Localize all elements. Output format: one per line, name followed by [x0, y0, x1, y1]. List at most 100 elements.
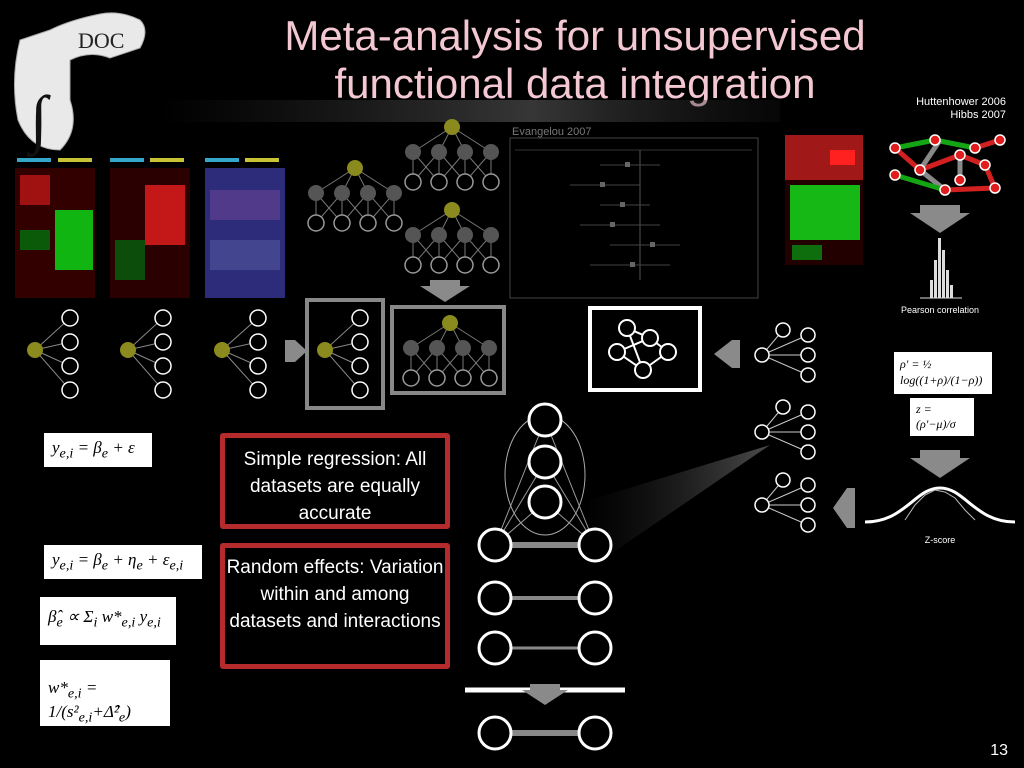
hidden-node [386, 185, 402, 201]
citation-evangelou: Evangelou 2007 [512, 126, 592, 138]
hidden-node [360, 185, 376, 201]
fan-node [800, 444, 816, 460]
leaf-node [404, 256, 422, 274]
leaf-node [430, 173, 448, 191]
hidden-node [431, 144, 447, 160]
pearson-label: Pearson correlation [900, 305, 980, 315]
heatmap-right [785, 135, 863, 265]
gold-root-node [444, 202, 460, 218]
leaf-node [351, 381, 369, 399]
left-arrows [285, 340, 855, 528]
hidden-node [483, 227, 499, 243]
leaf-node [154, 357, 172, 375]
network-box [588, 306, 702, 392]
simple-regression-box: Simple regression: All datasets are equa… [220, 433, 450, 529]
gold-root-node [442, 315, 458, 331]
gold-root-node [444, 119, 460, 135]
leaf-node [61, 309, 79, 327]
decorative-streak [160, 100, 780, 122]
leaf-node [249, 333, 267, 351]
leaf-node [154, 309, 172, 327]
leaf-node [61, 333, 79, 351]
gold-root-node [317, 342, 333, 358]
leaf-node [61, 357, 79, 375]
random-effects-equation: ye,i = βe + ηe + εe,i [44, 545, 202, 579]
leaf-node [385, 214, 403, 232]
fan-node [754, 424, 770, 440]
leaf-node [249, 381, 267, 399]
decorative-beam [580, 445, 770, 575]
leaf-node [482, 256, 500, 274]
citation-huttenhower: Huttenhower 2006 [916, 96, 1006, 108]
leaf-node [428, 369, 446, 387]
simple-regression-equation: ye,i = βe + ε [44, 433, 152, 467]
leaf-node [351, 357, 369, 375]
fan-node [800, 327, 816, 343]
slide-title: Meta-analysis for unsupervised functiona… [230, 12, 920, 108]
leaf-node [351, 309, 369, 327]
leaf-node [249, 309, 267, 327]
hidden-node [405, 144, 421, 160]
leaf-node [404, 173, 422, 191]
hidden-node [431, 227, 447, 243]
weighted-estimate-equation: β̂e ∝ Σi w*e,i ye,i [40, 597, 176, 645]
fan-node [754, 497, 770, 513]
hidden-node [455, 340, 471, 356]
zscore-curve [864, 486, 1016, 524]
heatmap-2 [110, 158, 190, 298]
hidden-node [481, 340, 497, 356]
fisher-transform-equation: ρ' = ½ log((1+ρ)/(1−ρ)) [894, 352, 992, 394]
fan-node [775, 399, 791, 415]
zscore-label: Z-score [924, 535, 956, 545]
correlation-network [889, 134, 1006, 196]
leaf-node [456, 173, 474, 191]
weight-equation: w*e,i = 1/(s²e,i+Δ̂²e) [40, 660, 170, 726]
citation-hibbs: Hibbs 2007 [950, 109, 1006, 121]
citation-right: Huttenhower 2006 Hibbs 2007 [860, 96, 1006, 122]
fan-node [800, 424, 816, 440]
leaf-node [430, 256, 448, 274]
fan-node [754, 347, 770, 363]
fan-node [800, 517, 816, 533]
hidden-node [483, 144, 499, 160]
leaf-node [307, 214, 325, 232]
leaf-node [351, 333, 369, 351]
title-line-1: Meta-analysis for unsupervised [284, 12, 866, 59]
tree-box-1 [305, 298, 385, 410]
leaf-node [480, 369, 498, 387]
fan-node [800, 497, 816, 513]
leaf-node [249, 357, 267, 375]
title-line-2: functional data integration [334, 60, 816, 107]
hidden-node [457, 144, 473, 160]
gold-root-node [347, 160, 363, 176]
hidden-node [429, 340, 445, 356]
heatmap-3 [205, 158, 285, 298]
pair-network [465, 402, 625, 751]
leaf-node [402, 369, 420, 387]
gold-root-node [27, 342, 43, 358]
fan-node [800, 367, 816, 383]
page-number: 13 [990, 742, 1008, 759]
leaf-node [154, 333, 172, 351]
leaf-node [482, 173, 500, 191]
zscore-equation: z = (ρ'−μ)/σ [910, 398, 974, 436]
hidden-node [457, 227, 473, 243]
pipeline-arrows [910, 205, 970, 478]
leaf-node [456, 256, 474, 274]
leaf-node [61, 381, 79, 399]
leaf-node [359, 214, 377, 232]
gold-trees-left [27, 309, 369, 399]
tree-box-2 [390, 305, 506, 395]
fan-node [775, 322, 791, 338]
hidden-node [308, 185, 324, 201]
heatmap-1 [15, 158, 95, 298]
hidden-node [405, 227, 421, 243]
fan-node [800, 404, 816, 420]
fan-networks-right [754, 322, 816, 533]
leaf-node [154, 381, 172, 399]
hidden-node [334, 185, 350, 201]
leaf-node [333, 214, 351, 232]
fan-node [775, 472, 791, 488]
fan-node [800, 347, 816, 363]
